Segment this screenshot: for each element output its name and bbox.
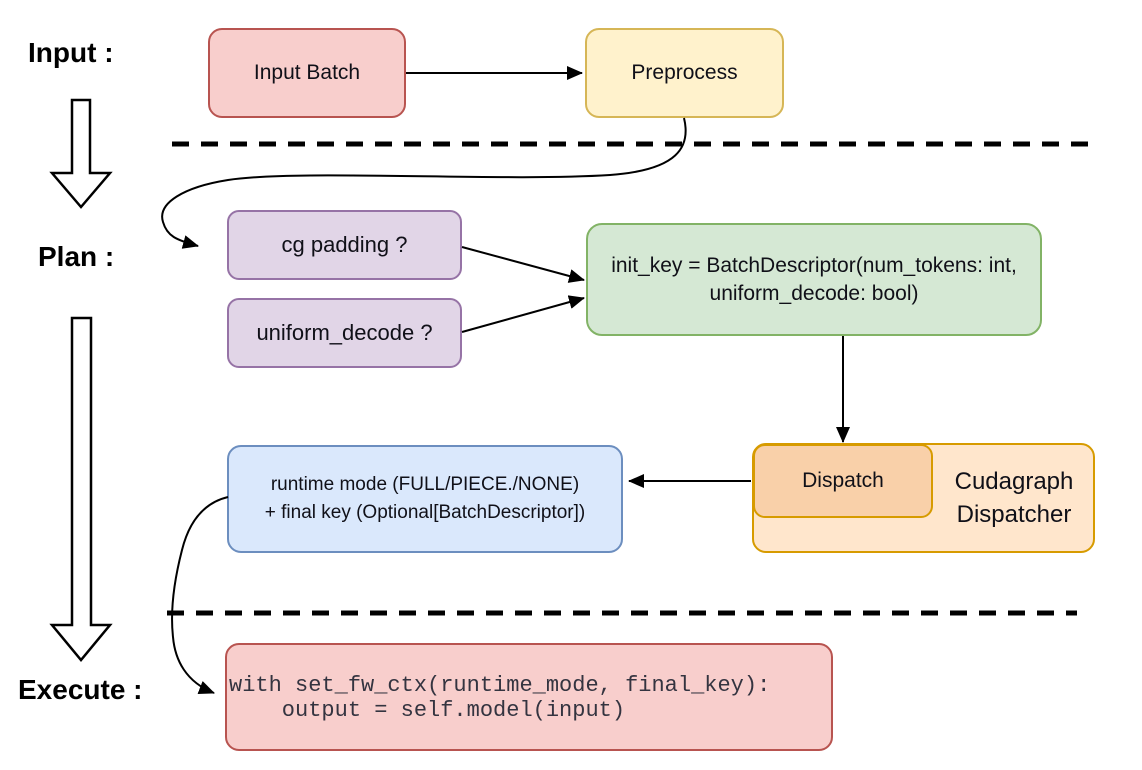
execute-code-node: with set_fw_ctx(runtime_mode, final_key)… <box>225 643 833 751</box>
dispatch-label: Dispatch <box>802 469 884 493</box>
init-key-line2: uniform_decode: bool) <box>709 281 919 305</box>
init-key-line1: init_key = BatchDescriptor(num_tokens: i… <box>611 253 1017 277</box>
execute-code-line2: output = self.model(input) <box>229 698 626 723</box>
stage-label-execute: Execute : <box>18 674 143 705</box>
execute-code-line1: with set_fw_ctx(runtime_mode, final_key)… <box>229 673 771 698</box>
cudagraph-dispatcher-label: Cudagraph Dispatcher <box>933 445 1095 551</box>
input-batch-node: Input Batch <box>208 28 406 118</box>
init-key-node: init_key = BatchDescriptor(num_tokens: i… <box>586 223 1042 336</box>
uniform-decode-label: uniform_decode ? <box>256 319 433 345</box>
runtime-mode-line1: runtime mode (FULL/PIECE./NONE) <box>270 474 580 495</box>
hollow-arrow-plan-to-execute <box>49 316 113 662</box>
dispatch-node: Dispatch <box>753 444 933 518</box>
uniform-decode-node: uniform_decode ? <box>227 298 462 368</box>
preprocess-label: Preprocess <box>631 61 738 85</box>
cg-padding-label: cg padding ? <box>281 231 408 257</box>
stage-label-plan: Plan : <box>38 241 115 272</box>
stage-label-input: Input : <box>28 37 114 68</box>
input-batch-label: Input Batch <box>253 61 361 85</box>
cg-padding-node: cg padding ? <box>227 210 462 280</box>
cudagraph-line2: Dispatcher <box>956 501 1072 528</box>
cudagraph-line1: Cudagraph <box>954 468 1074 495</box>
runtime-mode-line2: + final key (Optional[BatchDescriptor]) <box>264 502 586 523</box>
arrow-cg-padding-to-init-key <box>461 246 585 283</box>
arrow-uniform-decode-to-init-key <box>461 295 585 333</box>
preprocess-node: Preprocess <box>585 28 784 118</box>
runtime-mode-node: runtime mode (FULL/PIECE./NONE) + final … <box>227 445 623 553</box>
hollow-arrow-input-to-plan <box>49 98 113 209</box>
curve-runtime-mode-to-execute-code <box>171 496 229 695</box>
